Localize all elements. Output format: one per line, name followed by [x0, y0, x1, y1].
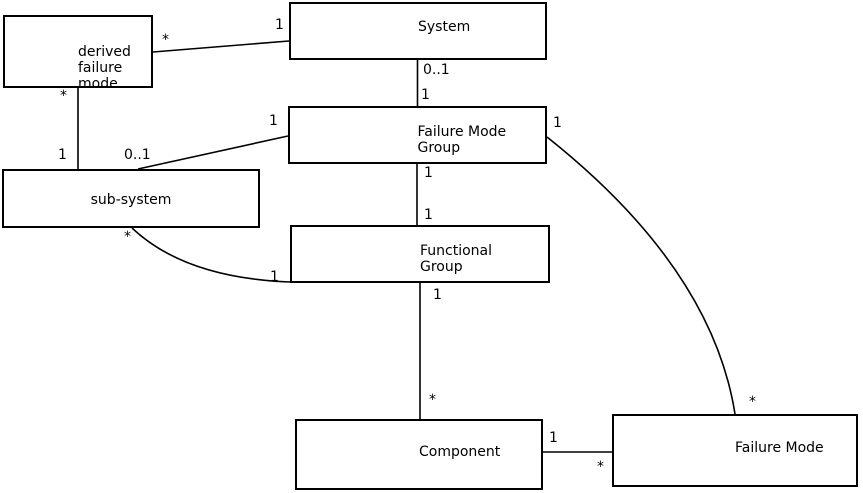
multiplicity-label: 1: [421, 87, 430, 103]
node-label-line: mode: [78, 76, 118, 92]
node-system: System: [289, 2, 547, 60]
edge-sub-system-to-failure-mode-group: [137, 135, 289, 170]
multiplicity-label: 1: [549, 430, 558, 446]
node-sub-system: sub-system: [2, 169, 260, 228]
multiplicity-label: 1: [58, 147, 67, 163]
node-label-line: derived: [78, 44, 131, 60]
node-label-line: failure: [78, 60, 123, 76]
multiplicity-label: *: [749, 394, 756, 410]
node-label-line: Failure Mode: [417, 124, 507, 140]
edge-derived-failure-mode-to-system: [152, 40, 290, 53]
multiplicity-label: 1: [424, 165, 433, 181]
edge-sub-system-to-functional-group: [131, 227, 291, 283]
multiplicity-label: 0..1: [124, 147, 151, 163]
node-functional-group-label: Functional Group: [420, 243, 492, 275]
multiplicity-label: 1: [424, 207, 433, 223]
node-failure-mode-group-label: Failure Mode Group: [418, 124, 507, 156]
node-label-line: System: [418, 19, 471, 35]
node-label-line: sub-system: [90, 192, 172, 208]
node-label-line: Component: [419, 444, 501, 460]
node-derived-failure-mode-label: derived failure mode: [78, 44, 131, 92]
node-label-line: Failure Mode: [735, 440, 824, 456]
node-label-line: Group: [417, 140, 461, 156]
node-component: Component: [295, 419, 543, 490]
node-label-line: Functional: [420, 243, 493, 259]
node-derived-failure-mode: derived failure mode: [3, 15, 153, 92]
multiplicity-label: 1: [553, 115, 562, 131]
multiplicity-label: 1: [270, 269, 279, 285]
node-failure-mode-label: Failure Mode: [735, 440, 824, 456]
multiplicity-label: *: [162, 32, 169, 48]
node-functional-group: Functional Group: [290, 225, 550, 283]
node-failure-mode: Failure Mode: [612, 414, 858, 487]
multiplicity-label: 1: [433, 287, 442, 303]
multiplicity-label: *: [60, 88, 67, 104]
node-system-label: System: [418, 19, 470, 35]
edge-failure-mode-group-to-failure-mode: [546, 136, 736, 415]
multiplicity-label: 1: [269, 113, 278, 129]
node-sub-system-label: sub-system: [4, 192, 258, 208]
multiplicity-label: *: [597, 459, 604, 475]
multiplicity-label: 1: [275, 17, 284, 33]
multiplicity-label: *: [429, 392, 436, 408]
node-failure-mode-group: Failure Mode Group: [288, 106, 547, 164]
multiplicity-label: *: [124, 229, 131, 245]
node-component-label: Component: [419, 444, 500, 460]
multiplicity-label: 0..1: [423, 62, 450, 78]
node-label-line: Group: [420, 259, 463, 275]
